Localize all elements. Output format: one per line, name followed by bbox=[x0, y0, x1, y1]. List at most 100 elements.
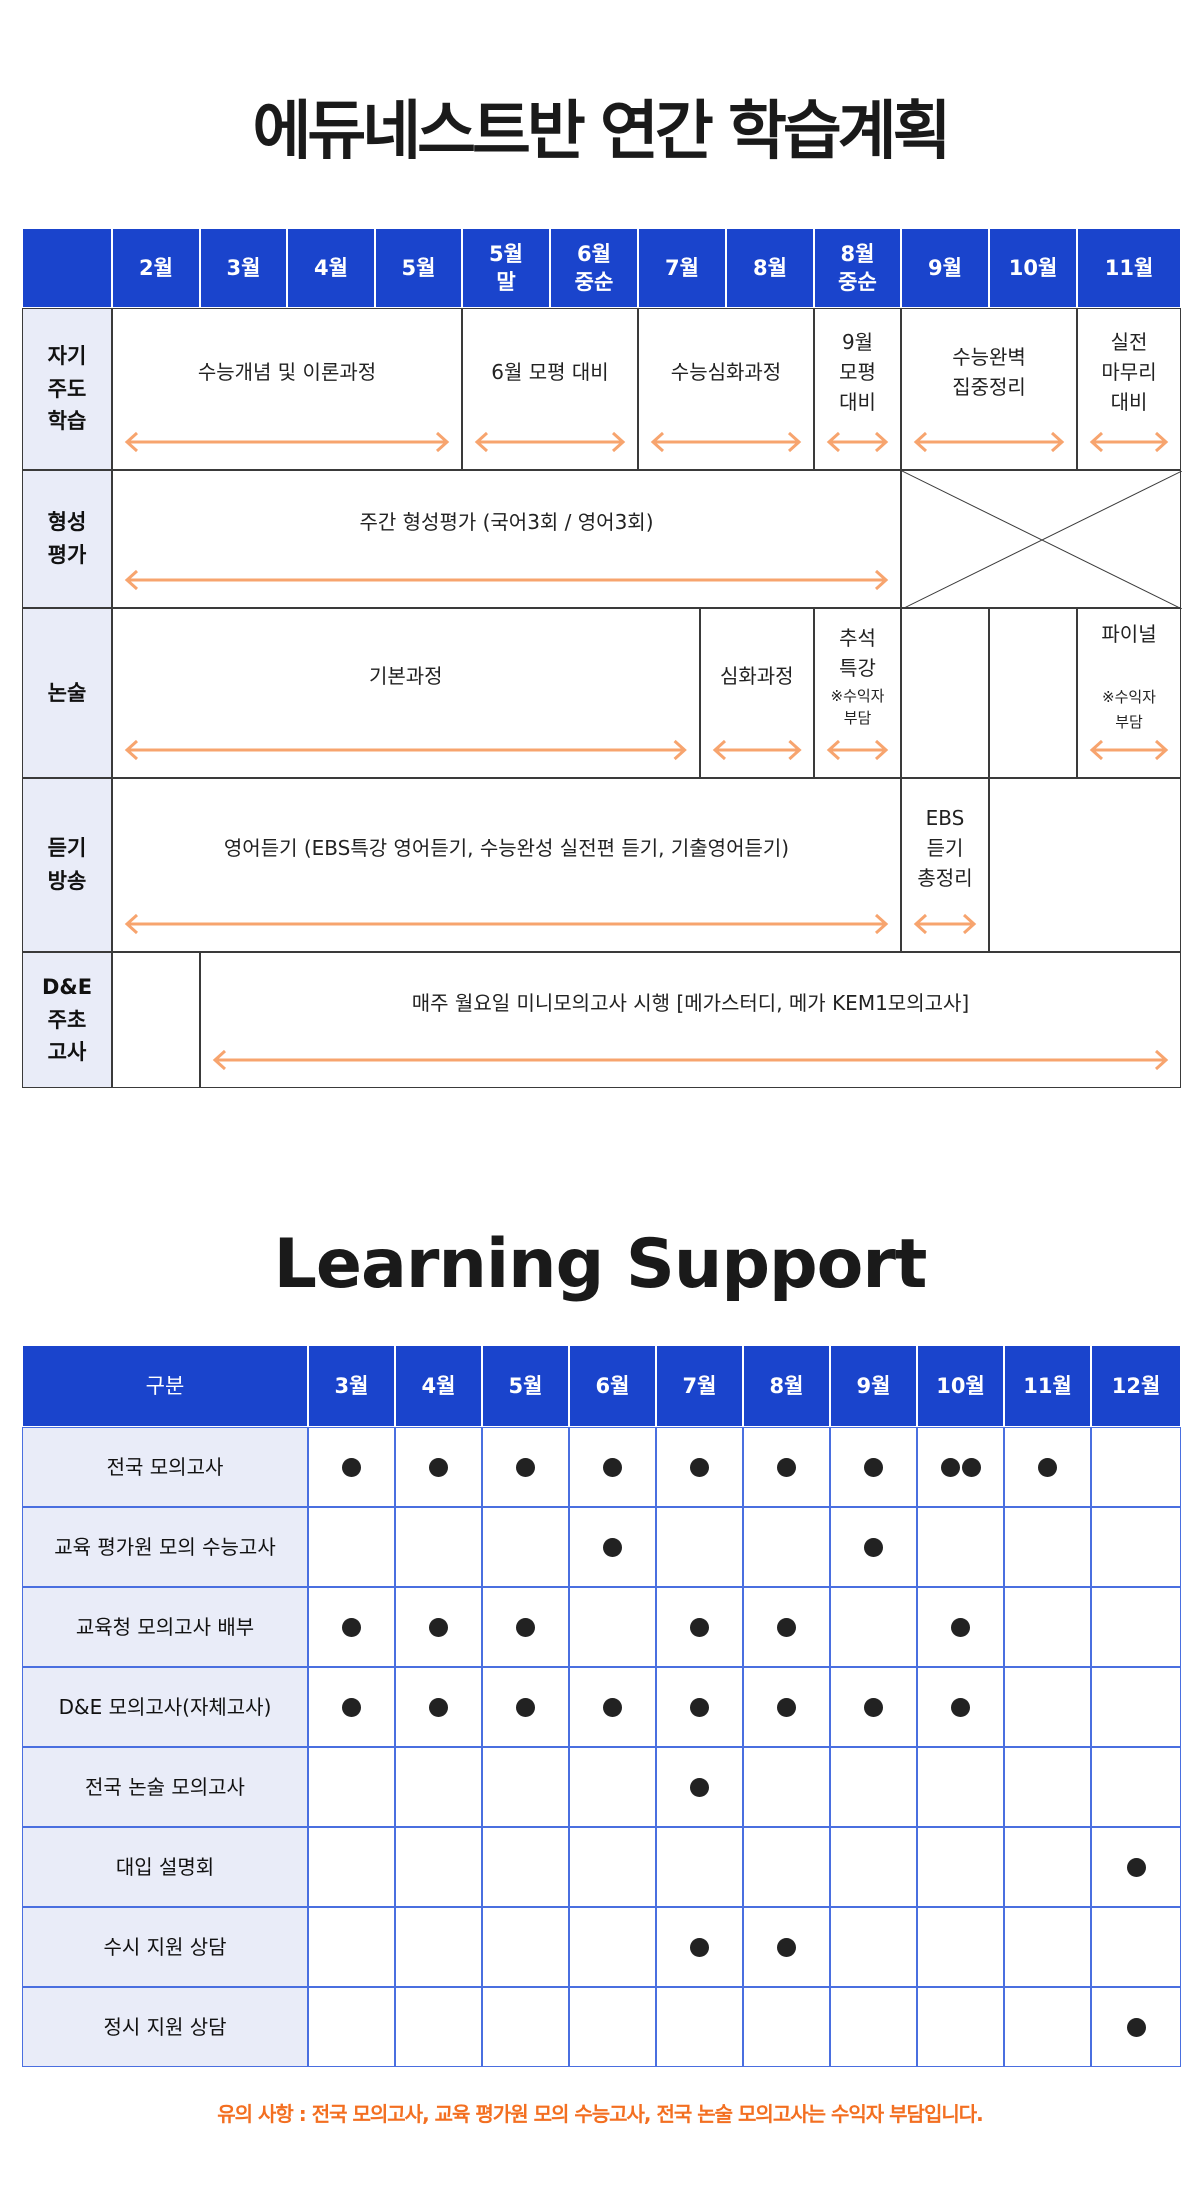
schedule-cell bbox=[1091, 1667, 1181, 1747]
scheduled-dot bbox=[1038, 1457, 1057, 1477]
duration-arrow bbox=[650, 431, 802, 453]
month-header: 12월 bbox=[1091, 1345, 1181, 1427]
schedule-cell bbox=[743, 1667, 830, 1747]
plan-segment: 주간 형성평가 (국어3회 / 영어3회) bbox=[112, 470, 901, 608]
schedule-cell bbox=[656, 1587, 743, 1667]
schedule-cell bbox=[395, 1427, 482, 1507]
schedule-cell bbox=[569, 1667, 656, 1747]
month-header: 3월 bbox=[200, 228, 287, 308]
support-title: Learning Support bbox=[273, 1225, 928, 1304]
scheduled-dot bbox=[777, 1457, 796, 1477]
scheduled-dot bbox=[951, 1617, 970, 1637]
schedule-cell bbox=[395, 1827, 482, 1907]
scheduled-dot bbox=[516, 1457, 535, 1477]
support-row-label: 전국 논술 모의고사 bbox=[22, 1747, 308, 1827]
month-header: 8월 bbox=[726, 228, 814, 308]
segment-text: 수능심화과정 bbox=[670, 360, 782, 384]
month-header: 10월 bbox=[989, 228, 1077, 308]
scheduled-dot bbox=[864, 1537, 883, 1557]
scheduled-dot bbox=[951, 1697, 970, 1717]
schedule-cell bbox=[482, 1907, 569, 1987]
schedule-cell bbox=[656, 1827, 743, 1907]
month-header: 8월 bbox=[743, 1345, 830, 1427]
duration-arrow bbox=[826, 739, 889, 761]
plan-segment bbox=[989, 608, 1077, 778]
schedule-cell bbox=[308, 1907, 395, 1987]
schedule-cell bbox=[395, 1507, 482, 1587]
support-row-label: 수시 지원 상담 bbox=[22, 1907, 308, 1987]
schedule-cell bbox=[482, 1587, 569, 1667]
scheduled-dot bbox=[429, 1697, 448, 1717]
scheduled-dot bbox=[342, 1457, 361, 1477]
schedule-cell bbox=[482, 1747, 569, 1827]
scheduled-dot bbox=[516, 1697, 535, 1717]
scheduled-dot bbox=[690, 1457, 709, 1477]
schedule-cell bbox=[917, 1427, 1004, 1507]
schedule-cell bbox=[1004, 1987, 1091, 2067]
scheduled-dot bbox=[777, 1617, 796, 1637]
duration-arrow bbox=[124, 739, 688, 761]
scheduled-dot bbox=[603, 1457, 622, 1477]
segment-text: 영어듣기 (EBS특강 영어듣기, 수능완성 실전편 듣기, 기출영어듣기) bbox=[223, 836, 790, 860]
duration-arrow bbox=[474, 431, 626, 453]
schedule-cell bbox=[1004, 1827, 1091, 1907]
duration-arrow bbox=[913, 431, 1065, 453]
schedule-cell bbox=[917, 1667, 1004, 1747]
support-row-label: 교육청 모의고사 배부 bbox=[22, 1587, 308, 1667]
schedule-cell bbox=[569, 1907, 656, 1987]
segment-text: 심화과정 bbox=[719, 664, 794, 688]
scheduled-dot bbox=[516, 1617, 535, 1637]
schedule-cell bbox=[395, 1747, 482, 1827]
schedule-cell bbox=[656, 1907, 743, 1987]
schedule-cell bbox=[743, 1987, 830, 2067]
schedule-cell bbox=[917, 1827, 1004, 1907]
scheduled-dot bbox=[342, 1697, 361, 1717]
scheduled-dot bbox=[864, 1697, 883, 1717]
scheduled-dot bbox=[342, 1617, 361, 1637]
schedule-cell bbox=[830, 1507, 917, 1587]
scheduled-dot bbox=[864, 1457, 883, 1477]
category-header: 구분 bbox=[22, 1345, 308, 1427]
scheduled-dot bbox=[961, 1457, 981, 1477]
schedule-cell bbox=[308, 1987, 395, 2067]
scheduled-dot bbox=[690, 1617, 709, 1637]
scheduled-dot bbox=[429, 1457, 448, 1477]
schedule-cell bbox=[743, 1827, 830, 1907]
schedule-cell bbox=[1004, 1587, 1091, 1667]
schedule-cell bbox=[830, 1667, 917, 1747]
month-header: 10월 bbox=[917, 1345, 1004, 1427]
duration-arrow bbox=[1089, 431, 1169, 453]
schedule-cell bbox=[1091, 1587, 1181, 1667]
schedule-cell bbox=[1091, 1907, 1181, 1987]
schedule-cell bbox=[395, 1907, 482, 1987]
schedule-cell bbox=[917, 1987, 1004, 2067]
schedule-cell bbox=[830, 1827, 917, 1907]
month-header: 4월 bbox=[287, 228, 375, 308]
duration-arrow bbox=[826, 431, 889, 453]
schedule-cell bbox=[569, 1507, 656, 1587]
month-header: 5월 bbox=[375, 228, 462, 308]
schedule-cell bbox=[308, 1667, 395, 1747]
support-row-label: 교육 평가원 모의 수능고사 bbox=[22, 1507, 308, 1587]
schedule-cell bbox=[395, 1587, 482, 1667]
schedule-cell bbox=[1091, 1507, 1181, 1587]
segment-text: 6월 모평 대비 bbox=[491, 360, 609, 384]
segment-text: 기본과정 bbox=[368, 664, 443, 688]
schedule-cell bbox=[308, 1747, 395, 1827]
support-row-label: 정시 지원 상담 bbox=[22, 1987, 308, 2067]
scheduled-dot bbox=[603, 1697, 622, 1717]
duration-arrow bbox=[124, 431, 450, 453]
plan-segment: 매주 월요일 미니모의고사 시행 [메가스터디, 메가 KEM1모의고사] bbox=[200, 952, 1181, 1088]
scheduled-dot bbox=[1126, 2017, 1146, 2037]
schedule-cell bbox=[1091, 1987, 1181, 2067]
